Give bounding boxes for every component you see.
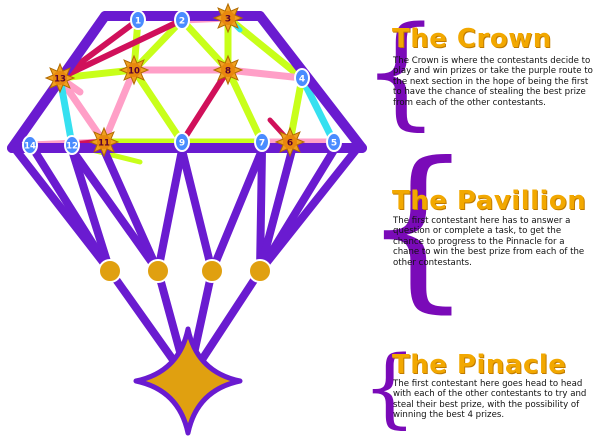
node-3[interactable]: 3 (212, 2, 244, 34)
node-label: 8 (225, 67, 231, 77)
node-label: 5 (331, 139, 337, 149)
edge-pink (100, 66, 138, 146)
pavilion-pod (98, 259, 122, 283)
edge-purple (30, 146, 114, 275)
edge-lime (130, 66, 186, 146)
edge-crimson (179, 67, 231, 145)
edge-purple (255, 11, 367, 153)
edge-purple (178, 146, 216, 275)
node-label: 10 (128, 67, 140, 77)
edge-pink (224, 66, 306, 82)
node-label: 12 (66, 142, 78, 152)
crown-title: The Crown (392, 24, 552, 54)
node-label: 6 (287, 139, 293, 149)
node-label: 13 (54, 75, 66, 85)
crown-text: The Crown is where the contestants decid… (393, 56, 593, 108)
edge-purple (256, 146, 266, 275)
node-5[interactable]: 5 (326, 132, 342, 152)
edge-lime (56, 66, 138, 82)
node-11[interactable]: 11 (88, 126, 120, 158)
node-label: 4 (299, 75, 305, 85)
pinacle-title: The Pinacle (392, 350, 567, 380)
node-circle-shape (254, 132, 270, 152)
edge-purple (68, 146, 162, 275)
edge-cyan (298, 74, 338, 146)
edge-lime (286, 74, 306, 146)
node-label: 7 (259, 139, 265, 149)
node-star-core (221, 63, 235, 77)
node-12[interactable]: 12 (64, 135, 80, 155)
pinnacle-star-shape (133, 326, 243, 436)
pavilion-pods (98, 259, 272, 283)
edge-purple (154, 146, 186, 275)
edge-purple (208, 146, 266, 275)
node-star-core (97, 135, 111, 149)
node-circle-shape (174, 10, 190, 30)
node-6[interactable]: 6 (274, 126, 306, 158)
node-label: 14 (24, 142, 36, 152)
node-circle-shape (294, 68, 310, 88)
node-7[interactable]: 7 (254, 132, 270, 152)
node-label: 9 (179, 139, 185, 149)
node-label: 1 (135, 17, 141, 27)
node-14[interactable]: 14 (22, 135, 38, 155)
node-2[interactable]: 2 (174, 10, 190, 30)
edge-purple (100, 146, 162, 275)
edge-cyan (56, 74, 76, 149)
node-circle-shape (174, 132, 190, 152)
pinacle-text: The first contestant here goes head to h… (393, 379, 587, 421)
pavillion-text: The first contestant here has to answer … (393, 216, 585, 268)
pavilion-pod (248, 259, 272, 283)
node-circle-shape (64, 135, 80, 155)
node-9[interactable]: 9 (174, 132, 190, 152)
pavilion-pod (200, 259, 224, 283)
node-8[interactable]: 8 (212, 54, 244, 86)
edge-purple (256, 146, 360, 275)
node-label: 2 (179, 17, 185, 27)
edge-purple (68, 146, 114, 275)
node-4[interactable]: 4 (294, 68, 310, 88)
node-circle-shape (326, 132, 342, 152)
pavillion-title: The Pavillion (392, 186, 587, 216)
edge-crimson (57, 17, 185, 81)
node-circle-shape (130, 10, 146, 30)
node-1[interactable]: 1 (130, 10, 146, 30)
pavillion-brace: { (362, 126, 474, 329)
node-star-core (127, 63, 141, 77)
pinnacle-star (133, 326, 243, 436)
node-label: 3 (225, 15, 231, 25)
edge-lime (224, 66, 266, 146)
pinacle-brace: { (362, 338, 417, 438)
crown-brace: { (362, 0, 440, 142)
edge-pink (56, 74, 108, 146)
node-circle-shape (22, 135, 38, 155)
node-star-core (283, 135, 297, 149)
node-star-core (221, 11, 235, 25)
node-label: 11 (98, 139, 110, 149)
edge-purple (256, 146, 296, 275)
node-star-core (53, 71, 67, 85)
pavilion-pod (146, 259, 170, 283)
node-10[interactable]: 10 (118, 54, 150, 86)
node-13[interactable]: 13 (44, 62, 76, 94)
